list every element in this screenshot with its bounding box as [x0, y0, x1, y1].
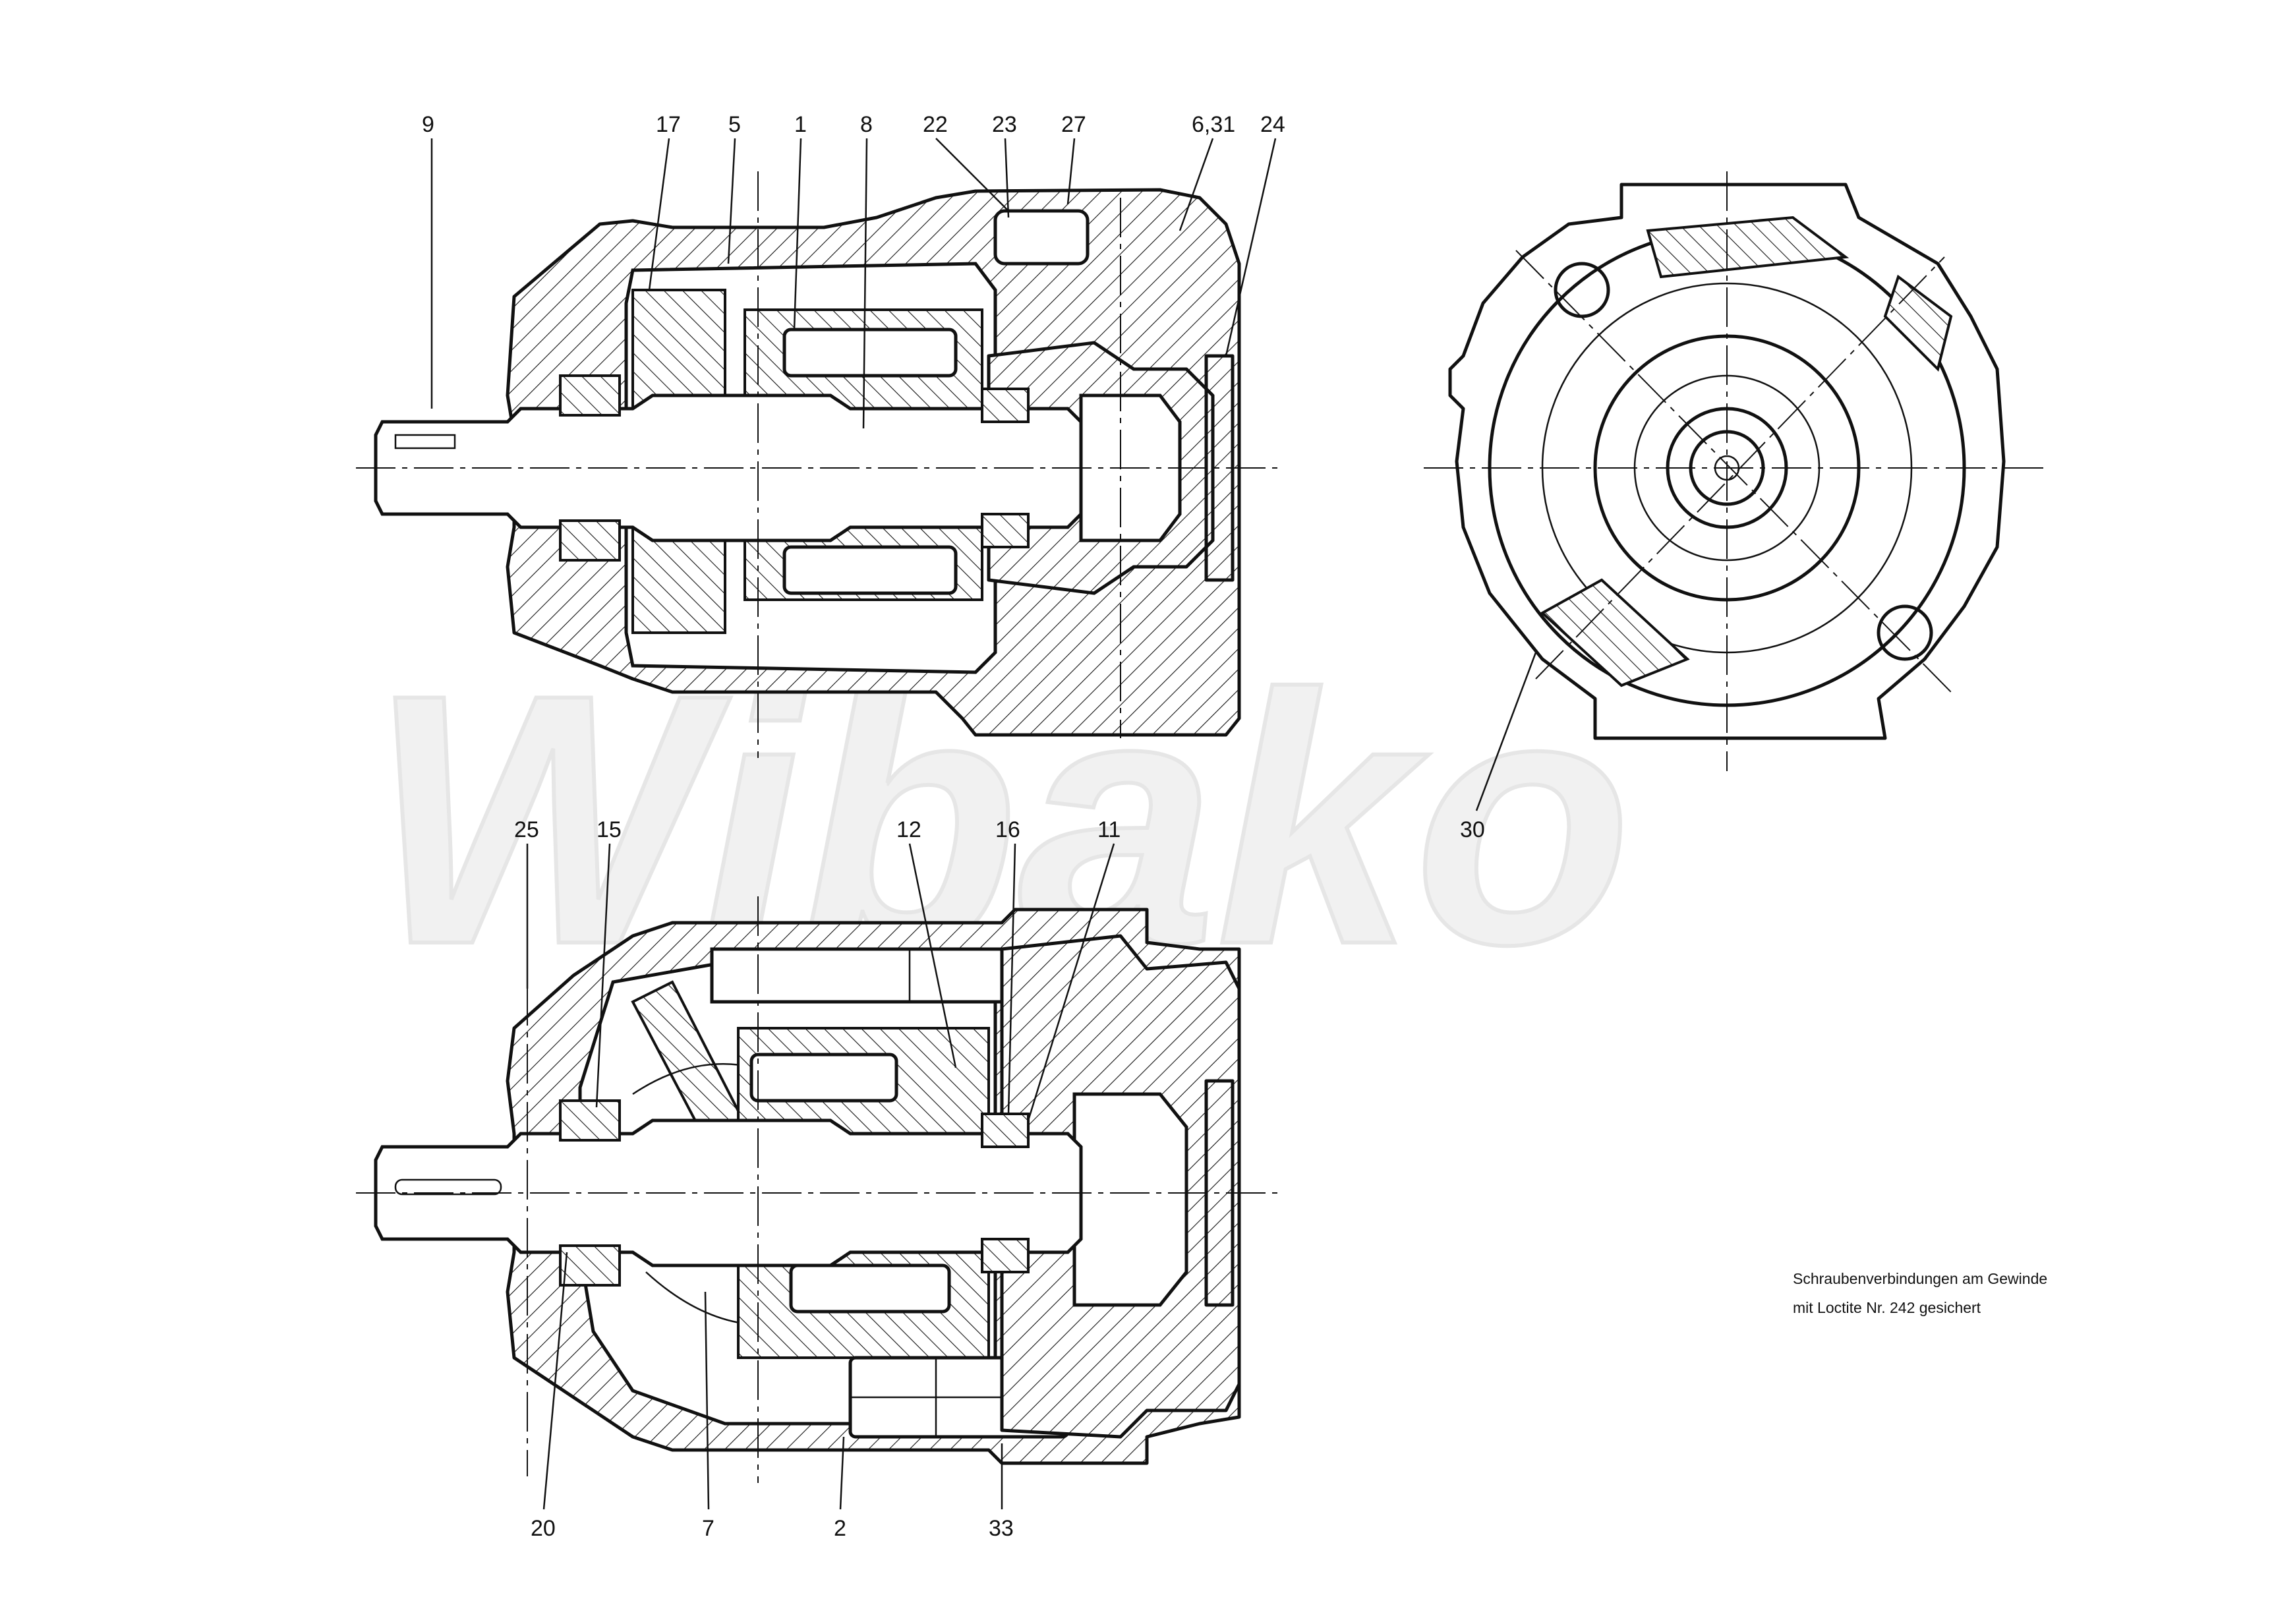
- callout-6-31: 6,31: [1192, 112, 1235, 137]
- note-line-2: mit Loctite Nr. 242 gesichert: [1793, 1299, 1981, 1316]
- assembly-note: Schraubenverbindungen am Gewinde mit Loc…: [1793, 1270, 2047, 1316]
- end-view: [1424, 171, 2043, 771]
- callout-17: 17: [656, 112, 681, 137]
- callout-labels: 9 17 5 1 8 22 23 27 6,31 24 30 25 15 12 …: [422, 112, 1485, 1541]
- bottom-section-view: [356, 870, 1279, 1483]
- callout-33: 33: [989, 1516, 1014, 1541]
- callout-7: 7: [702, 1516, 714, 1541]
- callout-11: 11: [1097, 817, 1121, 842]
- callout-30: 30: [1460, 817, 1485, 842]
- callout-9: 9: [422, 112, 434, 137]
- callout-16: 16: [995, 817, 1020, 842]
- note-line-1: Schraubenverbindungen am Gewinde: [1793, 1270, 2047, 1287]
- callout-23: 23: [992, 112, 1017, 137]
- callout-2: 2: [834, 1516, 846, 1541]
- callout-24: 24: [1260, 112, 1285, 137]
- leader-lines: [430, 138, 1537, 1510]
- callout-20: 20: [531, 1516, 556, 1541]
- callout-1: 1: [794, 112, 807, 137]
- callout-27: 27: [1061, 112, 1086, 137]
- callout-8: 8: [860, 112, 873, 137]
- callout-15: 15: [597, 817, 622, 842]
- callout-25: 25: [514, 817, 539, 842]
- callout-5: 5: [728, 112, 741, 137]
- callout-12: 12: [896, 817, 921, 842]
- callout-22: 22: [923, 112, 948, 137]
